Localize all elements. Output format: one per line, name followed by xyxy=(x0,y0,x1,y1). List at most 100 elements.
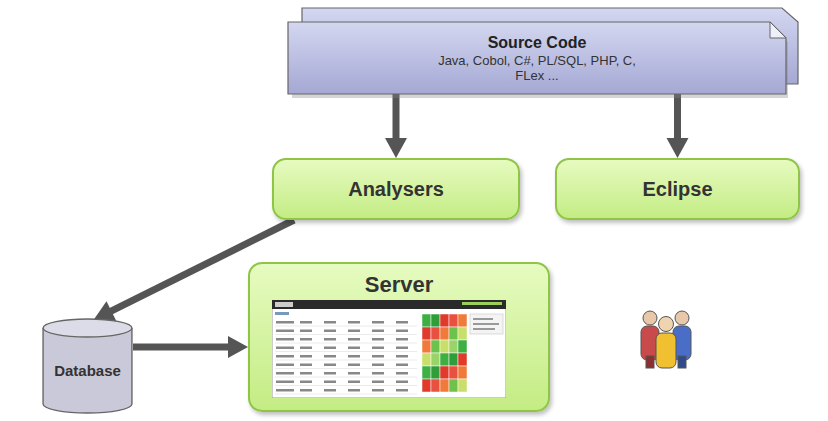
shape xyxy=(300,330,312,333)
shape xyxy=(288,22,786,94)
shape xyxy=(422,366,431,379)
shape xyxy=(473,323,499,325)
shape xyxy=(431,379,440,392)
shape xyxy=(372,381,384,384)
shape xyxy=(324,372,336,375)
shape xyxy=(440,379,449,392)
shape xyxy=(348,355,360,358)
shape xyxy=(372,347,384,350)
shape xyxy=(275,385,417,386)
shape xyxy=(462,302,502,305)
database-cylinder: Database xyxy=(42,318,133,414)
box-label: Database xyxy=(54,362,121,379)
shape xyxy=(440,314,449,327)
shape xyxy=(372,372,384,375)
shape xyxy=(275,394,417,395)
shape xyxy=(372,364,384,367)
arrow-connector xyxy=(667,94,689,158)
shape xyxy=(396,338,408,341)
shape xyxy=(396,372,408,375)
box-label: Server xyxy=(250,272,548,298)
shape xyxy=(431,340,440,353)
shape xyxy=(272,300,506,398)
shape xyxy=(372,338,384,341)
shape xyxy=(422,379,431,392)
shape xyxy=(431,314,440,327)
arrow-line xyxy=(393,94,400,140)
shape xyxy=(396,381,408,384)
shape xyxy=(458,366,467,379)
arrow-connector xyxy=(133,336,248,358)
shape xyxy=(324,321,336,324)
shape xyxy=(324,389,336,392)
shape xyxy=(275,351,417,352)
shape xyxy=(449,327,458,340)
shape xyxy=(324,338,336,341)
shape xyxy=(449,366,458,379)
shape xyxy=(440,340,449,353)
shape xyxy=(396,321,408,324)
shape xyxy=(348,372,360,375)
document-text: Source CodeJava, Cobol, C#, PL/SQL, PHP,… xyxy=(288,34,786,83)
shape xyxy=(440,366,449,379)
shape xyxy=(275,377,417,378)
heading-text: Source Code xyxy=(288,34,786,52)
shape xyxy=(276,381,294,384)
source-document: Source CodeJava, Cobol, C#, PL/SQL, PHP,… xyxy=(288,8,800,100)
shape xyxy=(372,321,384,324)
shape xyxy=(458,340,467,353)
shape xyxy=(396,389,408,392)
shape xyxy=(43,328,132,413)
shape xyxy=(324,347,336,350)
shape xyxy=(440,327,449,340)
arrow-line xyxy=(133,344,230,351)
shape xyxy=(458,314,467,327)
shape xyxy=(422,353,431,366)
shape xyxy=(276,347,294,350)
shape xyxy=(300,389,312,392)
shape xyxy=(272,300,506,309)
shape xyxy=(276,355,294,358)
shape xyxy=(324,330,336,333)
shape xyxy=(396,355,408,358)
shape xyxy=(396,330,408,333)
arrow-head xyxy=(385,138,407,158)
shape xyxy=(348,381,360,384)
shape xyxy=(422,327,431,340)
shape xyxy=(276,338,294,341)
shape xyxy=(458,379,467,392)
shape xyxy=(470,314,503,334)
shape xyxy=(348,389,360,392)
shape xyxy=(449,379,458,392)
shape xyxy=(275,334,417,335)
shape xyxy=(43,319,132,337)
language-list: Java, Cobol, C#, PL/SQL, PHP, C, FLex ..… xyxy=(422,53,652,83)
process-box: Analysers xyxy=(272,158,520,220)
shape xyxy=(275,343,417,344)
arrow-head xyxy=(228,336,248,358)
shape xyxy=(324,381,336,384)
shape xyxy=(458,327,467,340)
shape xyxy=(372,355,384,358)
box-label: Eclipse xyxy=(642,178,712,201)
shape xyxy=(300,355,312,358)
shape xyxy=(431,366,440,379)
shape xyxy=(300,372,312,375)
arrow-head xyxy=(94,301,117,321)
people-icon xyxy=(636,306,696,370)
shape xyxy=(473,318,493,320)
shape xyxy=(324,355,336,358)
shape xyxy=(300,338,312,341)
shape xyxy=(348,330,360,333)
shape xyxy=(300,381,312,384)
process-box: Eclipse xyxy=(555,158,800,220)
shape xyxy=(770,22,786,38)
shape xyxy=(275,326,417,327)
shape xyxy=(276,330,294,333)
shape xyxy=(372,330,384,333)
shape xyxy=(276,389,294,392)
shape xyxy=(348,321,360,324)
shape xyxy=(449,353,458,366)
shape xyxy=(372,389,384,392)
shape xyxy=(422,340,431,353)
